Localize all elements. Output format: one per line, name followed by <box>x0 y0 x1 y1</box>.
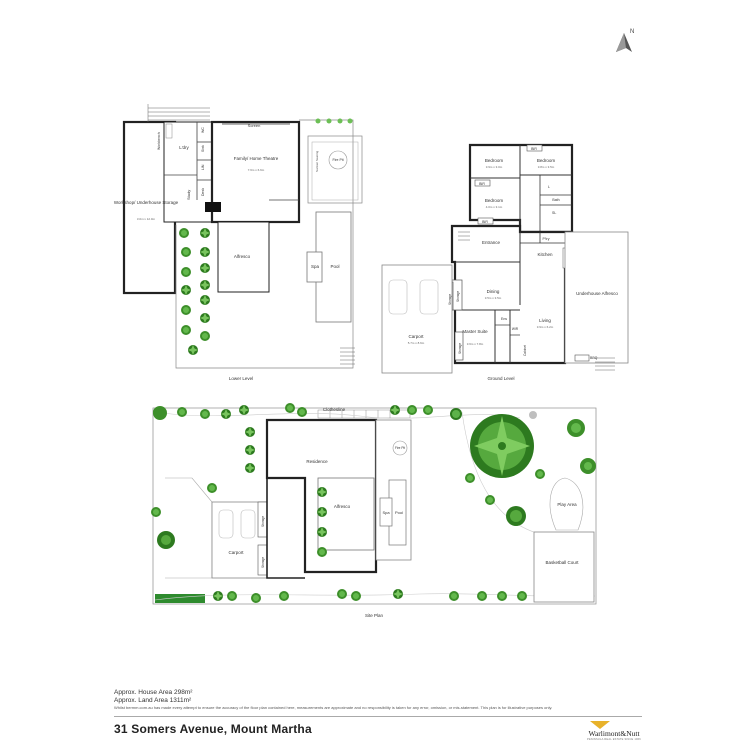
laundry-small-label: L <box>548 185 550 189</box>
house-area: Approx. House Area 298m² <box>114 689 193 696</box>
kitchen-label: Kitchen <box>537 252 553 257</box>
dining-label: Dining <box>487 289 500 294</box>
storage-site-2-label: Storage <box>261 557 265 568</box>
family-dim: 7.6m x 6.6m <box>248 168 265 172</box>
wir-label: WIR <box>512 327 519 331</box>
workshop-label: Workshop/ Underhouse Storage <box>114 200 179 205</box>
brand-logo: Warlimont&Nutt PENINSULA REAL ESTATE SIN… <box>586 721 642 741</box>
bir1-label: BIR <box>479 182 485 186</box>
bir3-label: BIR <box>482 220 488 224</box>
site-plan: Clothesline Residence Alfresco Spa Pool … <box>151 403 597 618</box>
lower-level-trees <box>179 228 210 355</box>
property-address: 31 Somers Avenue, Mount Martha <box>114 722 312 736</box>
brand-mark-icon <box>590 721 610 729</box>
brand-tagline: PENINSULA REAL ESTATE SINCE 1966 <box>587 738 641 741</box>
fire-pit-label: Fire Pit <box>332 158 343 162</box>
floor-plan-drawing: N <box>114 29 634 618</box>
entrance-label: Entrance <box>482 240 501 245</box>
carport-site-label: Carport <box>228 550 244 555</box>
living-label: Living <box>539 318 551 323</box>
master-label: Master Suite <box>462 329 488 334</box>
ground-level-title: Ground Level <box>487 376 514 381</box>
carport-ground-label: Carport <box>408 334 424 339</box>
pool-lower-label: Pool <box>330 264 339 269</box>
underhouse-alfresco-label: Underhouse Alfresco <box>576 291 618 296</box>
linen-label: LIN <box>201 164 205 170</box>
wc-label: WC <box>201 127 205 133</box>
sl-label: SL <box>552 211 556 215</box>
grass-strip <box>155 594 205 603</box>
study-label: Study <box>186 190 191 200</box>
screen-label: Screen <box>248 123 261 128</box>
clothesline-label: Clothesline <box>323 407 346 412</box>
master-dim: 3.6m x 7.8m <box>467 342 484 346</box>
play-area-label: Play Area <box>557 502 577 507</box>
desk-label: Desk <box>201 188 205 196</box>
large-tree-icon <box>470 414 534 478</box>
lower-level-title: Lower Level <box>229 376 253 381</box>
storage1-label: Storage <box>456 291 460 302</box>
fire-pit-site-label: Fire Pit <box>395 446 405 450</box>
bath-label: Bath <box>552 198 559 202</box>
storage-site-1-label: Storage <box>261 516 265 527</box>
bedroom2-label: Bedroom <box>537 158 556 163</box>
land-area: Approx. Land Area 1311m² <box>114 697 192 704</box>
footer-divider <box>114 716 642 717</box>
area-summary: Approx. House Area 298m² Approx. Land Ar… <box>114 689 636 705</box>
spa-site-label: Spa <box>382 510 390 515</box>
bedroom3-dim: 4.0m x 3.1m <box>486 205 503 209</box>
carport-ground-dim: 5.7m x 8.6m <box>408 341 425 345</box>
family-label: Family/ Home Theatre <box>234 156 279 161</box>
pantry-label: P'try <box>543 237 550 241</box>
basketball-label: Basketball Court <box>545 560 579 565</box>
bedroom2-dim: 3.8m x 3.5m <box>538 165 555 169</box>
alfresco-site-label: Alfresco <box>334 504 351 509</box>
cabinet-label: Cabinet <box>523 345 527 356</box>
workbench-label: Workbench <box>157 132 161 150</box>
residence-label: Residence <box>306 459 328 464</box>
storage2-label: Storage <box>448 294 452 305</box>
pool-site-label: Pool <box>395 510 403 515</box>
bedroom1-dim: 3.9m x 3.0m <box>486 165 503 169</box>
lower-level-plan: Workshop/ Underhouse Storage 3.0m x 12.0… <box>114 104 363 381</box>
sink-label: Sink <box>201 145 205 152</box>
living-dim: 3.9m x 6.2m <box>537 325 554 329</box>
dining-dim: 3.5m x 3.5m <box>485 296 502 300</box>
spa-lower-label: Spa <box>311 264 320 269</box>
bbq-label: BBQ <box>590 356 598 360</box>
disclaimer-text: Whilst bermm.com.au has made every attem… <box>114 705 553 710</box>
bir2-label: BIR <box>531 147 537 151</box>
north-compass-icon: N <box>616 29 634 52</box>
alfresco-lower-label: Alfresco <box>234 254 251 259</box>
brand-name: Warlimont&Nutt <box>588 729 640 738</box>
bedroom3-label: Bedroom <box>485 198 504 203</box>
ens-label: Ens <box>501 317 507 321</box>
workshop-dim: 3.0m x 12.0m <box>137 217 156 221</box>
bedroom1-label: Bedroom <box>485 158 504 163</box>
storage3-label: Storage <box>458 343 462 354</box>
compass-label: N <box>630 29 634 35</box>
site-plan-title: Site Plan <box>365 613 384 618</box>
sunken-seating-label: Sunken Seating <box>315 150 319 172</box>
ground-level-plan: Bedroom 3.9m x 3.0m Bedroom 3.8m x 3.5m … <box>381 143 629 381</box>
site-trees <box>151 403 596 603</box>
laundry-label: L'dry <box>179 145 189 150</box>
